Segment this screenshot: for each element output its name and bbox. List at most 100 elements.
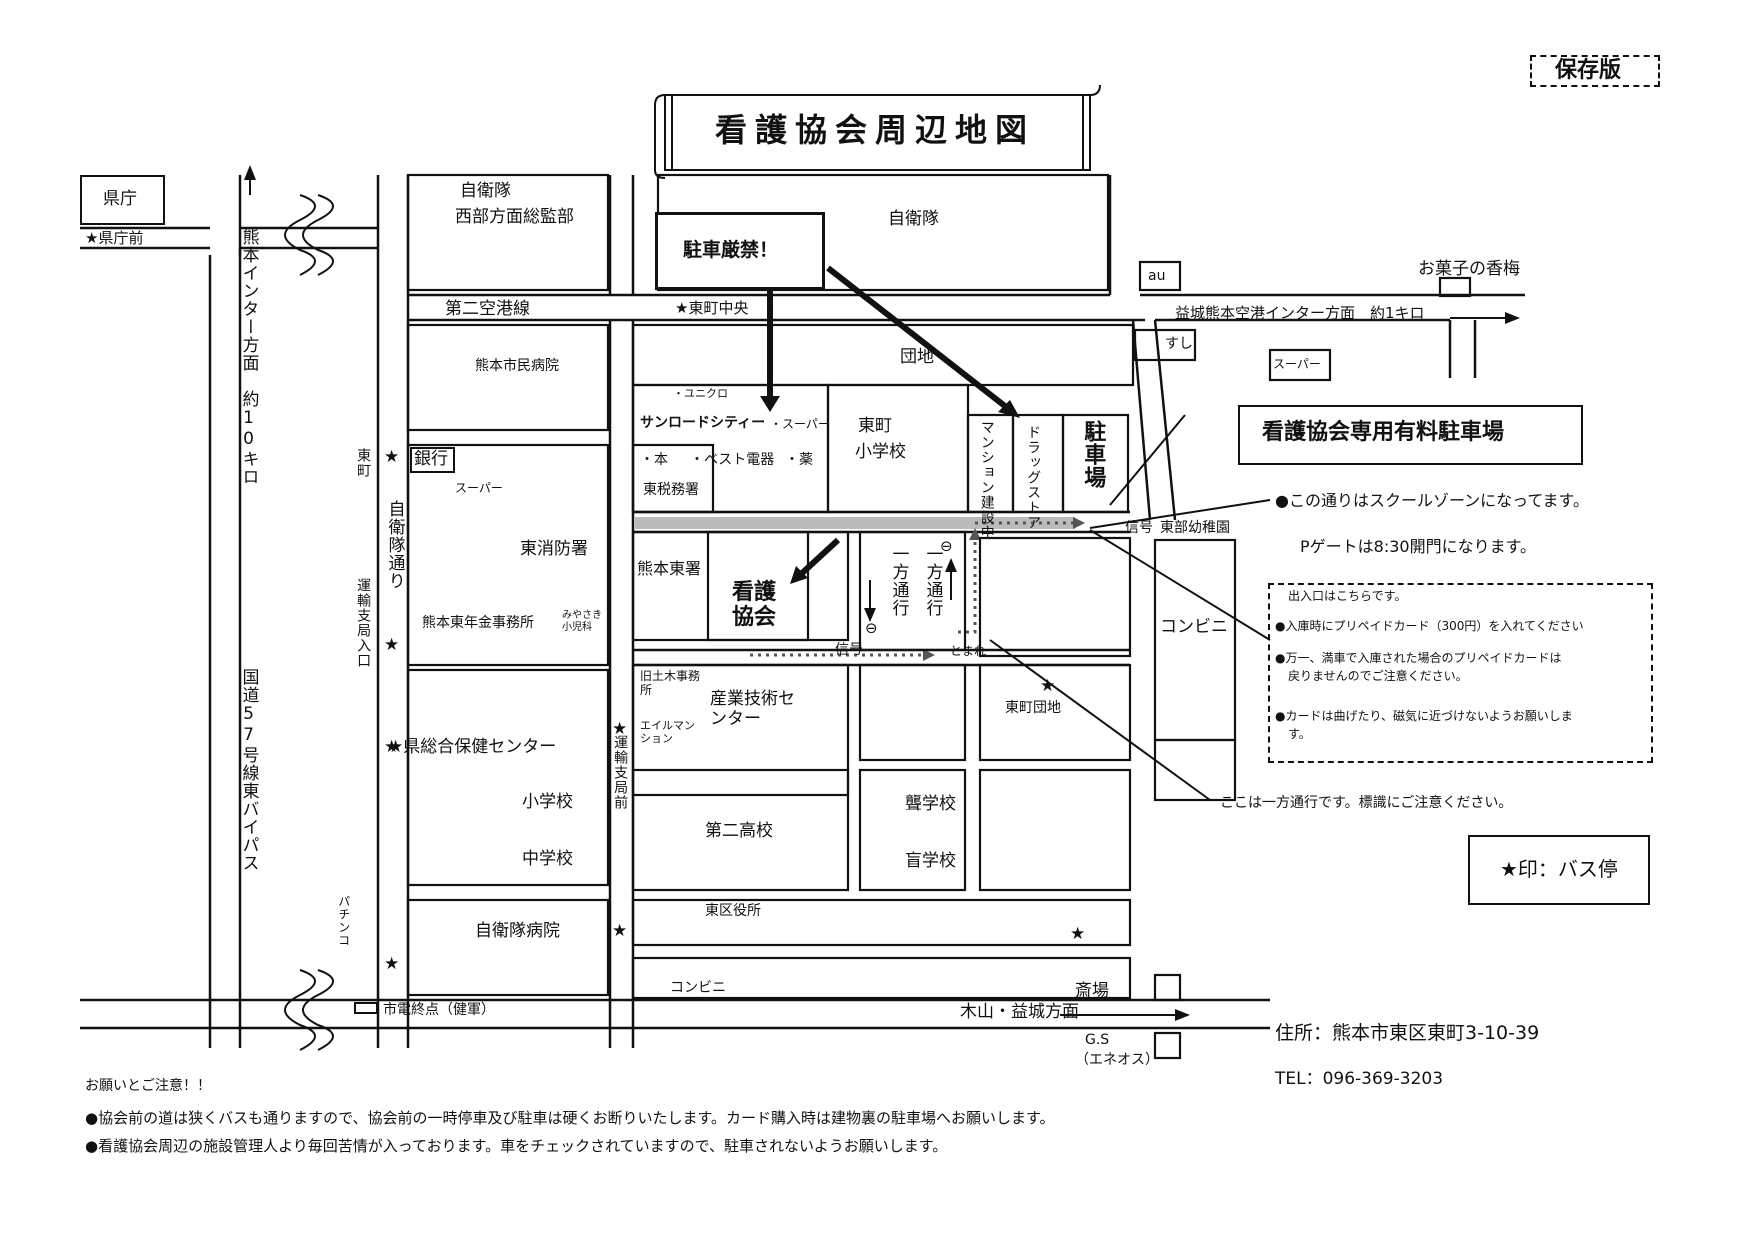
label-hm-school: 東町 <box>858 416 892 436</box>
label-shogakko: 小学校 <box>522 792 573 812</box>
label-jieitai: 自衛隊 <box>888 209 939 229</box>
label-hospital-city: 熊本市民病院 <box>475 358 559 374</box>
stamp-label: 保存版 <box>1555 58 1622 83</box>
label-hm-school2: 小学校 <box>855 442 906 462</box>
label-dainikuko: 第二空港線 <box>445 299 530 319</box>
stop-sign-icon: ⊖ <box>940 537 953 555</box>
entrance-item: 戻りませんのでご注意ください。 <box>1288 669 1468 683</box>
label-au: au <box>1148 268 1166 284</box>
label-hm-danchi: 東町団地 <box>1005 700 1061 716</box>
label-drug: ・薬 <box>785 452 813 468</box>
label-daini: 第二高校 <box>705 821 773 841</box>
school-zone-note: ●この通りはスクールゾーンになってます。 <box>1275 491 1589 510</box>
label-ailmansion: エイルマンション <box>640 719 695 745</box>
label-shiden: 市電終点（健軍） <box>383 1002 495 1018</box>
label-oneway2: 一方通行 <box>922 545 943 617</box>
label-kiyama: 木山・益城方面 <box>960 1002 1079 1022</box>
entrance-box <box>1268 583 1653 763</box>
label-keisatsu: 熊本東署 <box>637 559 702 578</box>
label-signal-n: 信号 <box>1125 520 1153 536</box>
bus-stop-icon <box>612 922 627 942</box>
label-konbini-b: コンビニ <box>670 980 726 996</box>
entrance-item: ●万一、満車で入庫された場合のプリペイドカードは <box>1275 651 1562 665</box>
label-sunroad: サンロードシティー <box>640 415 766 431</box>
label-gs: G.S <box>1085 1032 1110 1048</box>
label-kyokai: 看護協会 <box>732 580 777 631</box>
notes-line: ●看護協会周辺の施設管理人より毎回苦情が入っております。車をチェックされています… <box>85 1137 948 1155</box>
label-route57: 国道57号線東バイパス <box>238 668 259 872</box>
parking-title: 看護協会専用有料駐車場 <box>1262 420 1505 445</box>
stop-sign-icon: ⊖ <box>865 619 878 637</box>
label-mou: 盲学校 <box>905 851 956 871</box>
label-book: ・本 <box>640 452 668 468</box>
label-rou: 聾学校 <box>905 794 956 814</box>
label-chugakko: 中学校 <box>522 849 573 869</box>
label-signal-s: 信号 <box>835 642 863 658</box>
label-kencho-mae: ★県庁前 <box>85 229 144 247</box>
no-parking-box <box>655 212 825 290</box>
label-higashimachi-v: 東町 <box>355 448 372 478</box>
label-parking: 駐車場 <box>1080 420 1106 489</box>
label-tomare: とまれ <box>950 644 987 658</box>
entrance-item: ●カードは曲げたり、磁気に近づけないようお願いしま <box>1275 709 1573 723</box>
label-mansion: マンション建設中 <box>978 420 995 540</box>
no-parking-label: 駐車厳禁！ <box>683 239 779 261</box>
label-kumamoto-ic: 熊本インター方面 約10キロ <box>238 228 259 486</box>
label-shobosho: 東消防署 <box>520 539 588 559</box>
oneway-note: ここは一方通行です。標識にご注意ください。 <box>1220 795 1513 811</box>
page-title: 看護協会周辺地図 <box>715 111 1036 149</box>
label-drugstore: ドラッグストア <box>1025 425 1042 530</box>
label-miyasaki: みやさき小児科 <box>562 610 602 633</box>
label-sangyo: 産業技術センター <box>710 689 795 729</box>
label-kyudoboku: 旧土木事務所 <box>640 669 701 697</box>
label-unyu-v: 運輸支局入口 <box>355 578 372 668</box>
label-kuyakusho: 東区役所 <box>705 903 761 919</box>
address: 住所：熊本市東区東町3-10-39 <box>1275 1022 1540 1044</box>
legend-label: ★印：バス停 <box>1500 857 1618 881</box>
notes-line: ●協会前の道は狭くバスも通りますので、協会前の一時停車及び駐車は硬くお断りいたし… <box>85 1109 1055 1127</box>
label-airport-dir: 益城熊本空港インター方面 約1キロ <box>1175 304 1425 322</box>
label-okashi: お菓子の香梅 <box>1418 259 1520 279</box>
label-pachinko: パチンコ <box>336 895 351 947</box>
entrance-item: す。 <box>1288 727 1311 741</box>
gate-note: Pゲートは8:30開門になります。 <box>1300 537 1536 556</box>
entrance-item: ●入庫時にプリペイドカード（300円）を入れてください <box>1275 619 1584 633</box>
label-eneos: （エネオス） <box>1075 1052 1159 1068</box>
bus-stop-icon <box>384 738 399 758</box>
label-nenkin: 熊本東年金事務所 <box>422 615 534 631</box>
entrance-heading: 出入口はこちらです。 <box>1288 589 1407 603</box>
tel: TEL：096-369-3203 <box>1275 1069 1444 1089</box>
label-ginko: 銀行 <box>414 449 448 469</box>
bus-stop-icon <box>384 448 399 468</box>
parking-title-box <box>1238 405 1583 465</box>
label-jieitai-dori: 自衛隊通り <box>384 500 405 590</box>
label-kencho: 県庁 <box>103 189 137 209</box>
label-super-r: スーパー <box>1273 357 1321 371</box>
label-best: ・ベスト電器 <box>690 452 775 468</box>
bus-stop-icon <box>612 720 627 740</box>
label-hokencenter: ★県総合保健センター <box>388 737 557 757</box>
label-unyu-mae: 運輸支局前 <box>612 735 629 810</box>
legend-box <box>1468 835 1650 905</box>
bus-stop-icon <box>1070 925 1085 945</box>
label-youchien: 東部幼稚園 <box>1160 520 1230 536</box>
label-saijo: 斎場 <box>1075 981 1109 1001</box>
label-jieitai-west2: 西部方面総監部 <box>455 207 574 227</box>
bus-stop-icon <box>384 955 399 975</box>
label-danchi: 団地 <box>900 347 934 367</box>
label-jieitai-hosp: 自衛隊病院 <box>475 921 560 941</box>
label-super-l: スーパー <box>455 481 503 495</box>
kencho-box <box>80 175 165 225</box>
bus-stop-icon <box>384 636 399 656</box>
notes-heading: お願いとご注意！！ <box>85 1078 211 1094</box>
label-oneway1: 一方通行 <box>888 545 909 617</box>
ginko-box <box>410 447 455 473</box>
label-higashimachi-chuo: ★東町中央 <box>675 299 749 317</box>
bus-stop-icon <box>1040 677 1055 697</box>
label-jieitai-west: 自衛隊 <box>460 181 511 201</box>
label-zeimusho: 東税務署 <box>643 482 699 498</box>
stamp-box <box>1530 55 1660 87</box>
label-konbini-r: コンビニ <box>1160 617 1228 637</box>
label-super-dot: ・スーパー <box>770 417 830 431</box>
